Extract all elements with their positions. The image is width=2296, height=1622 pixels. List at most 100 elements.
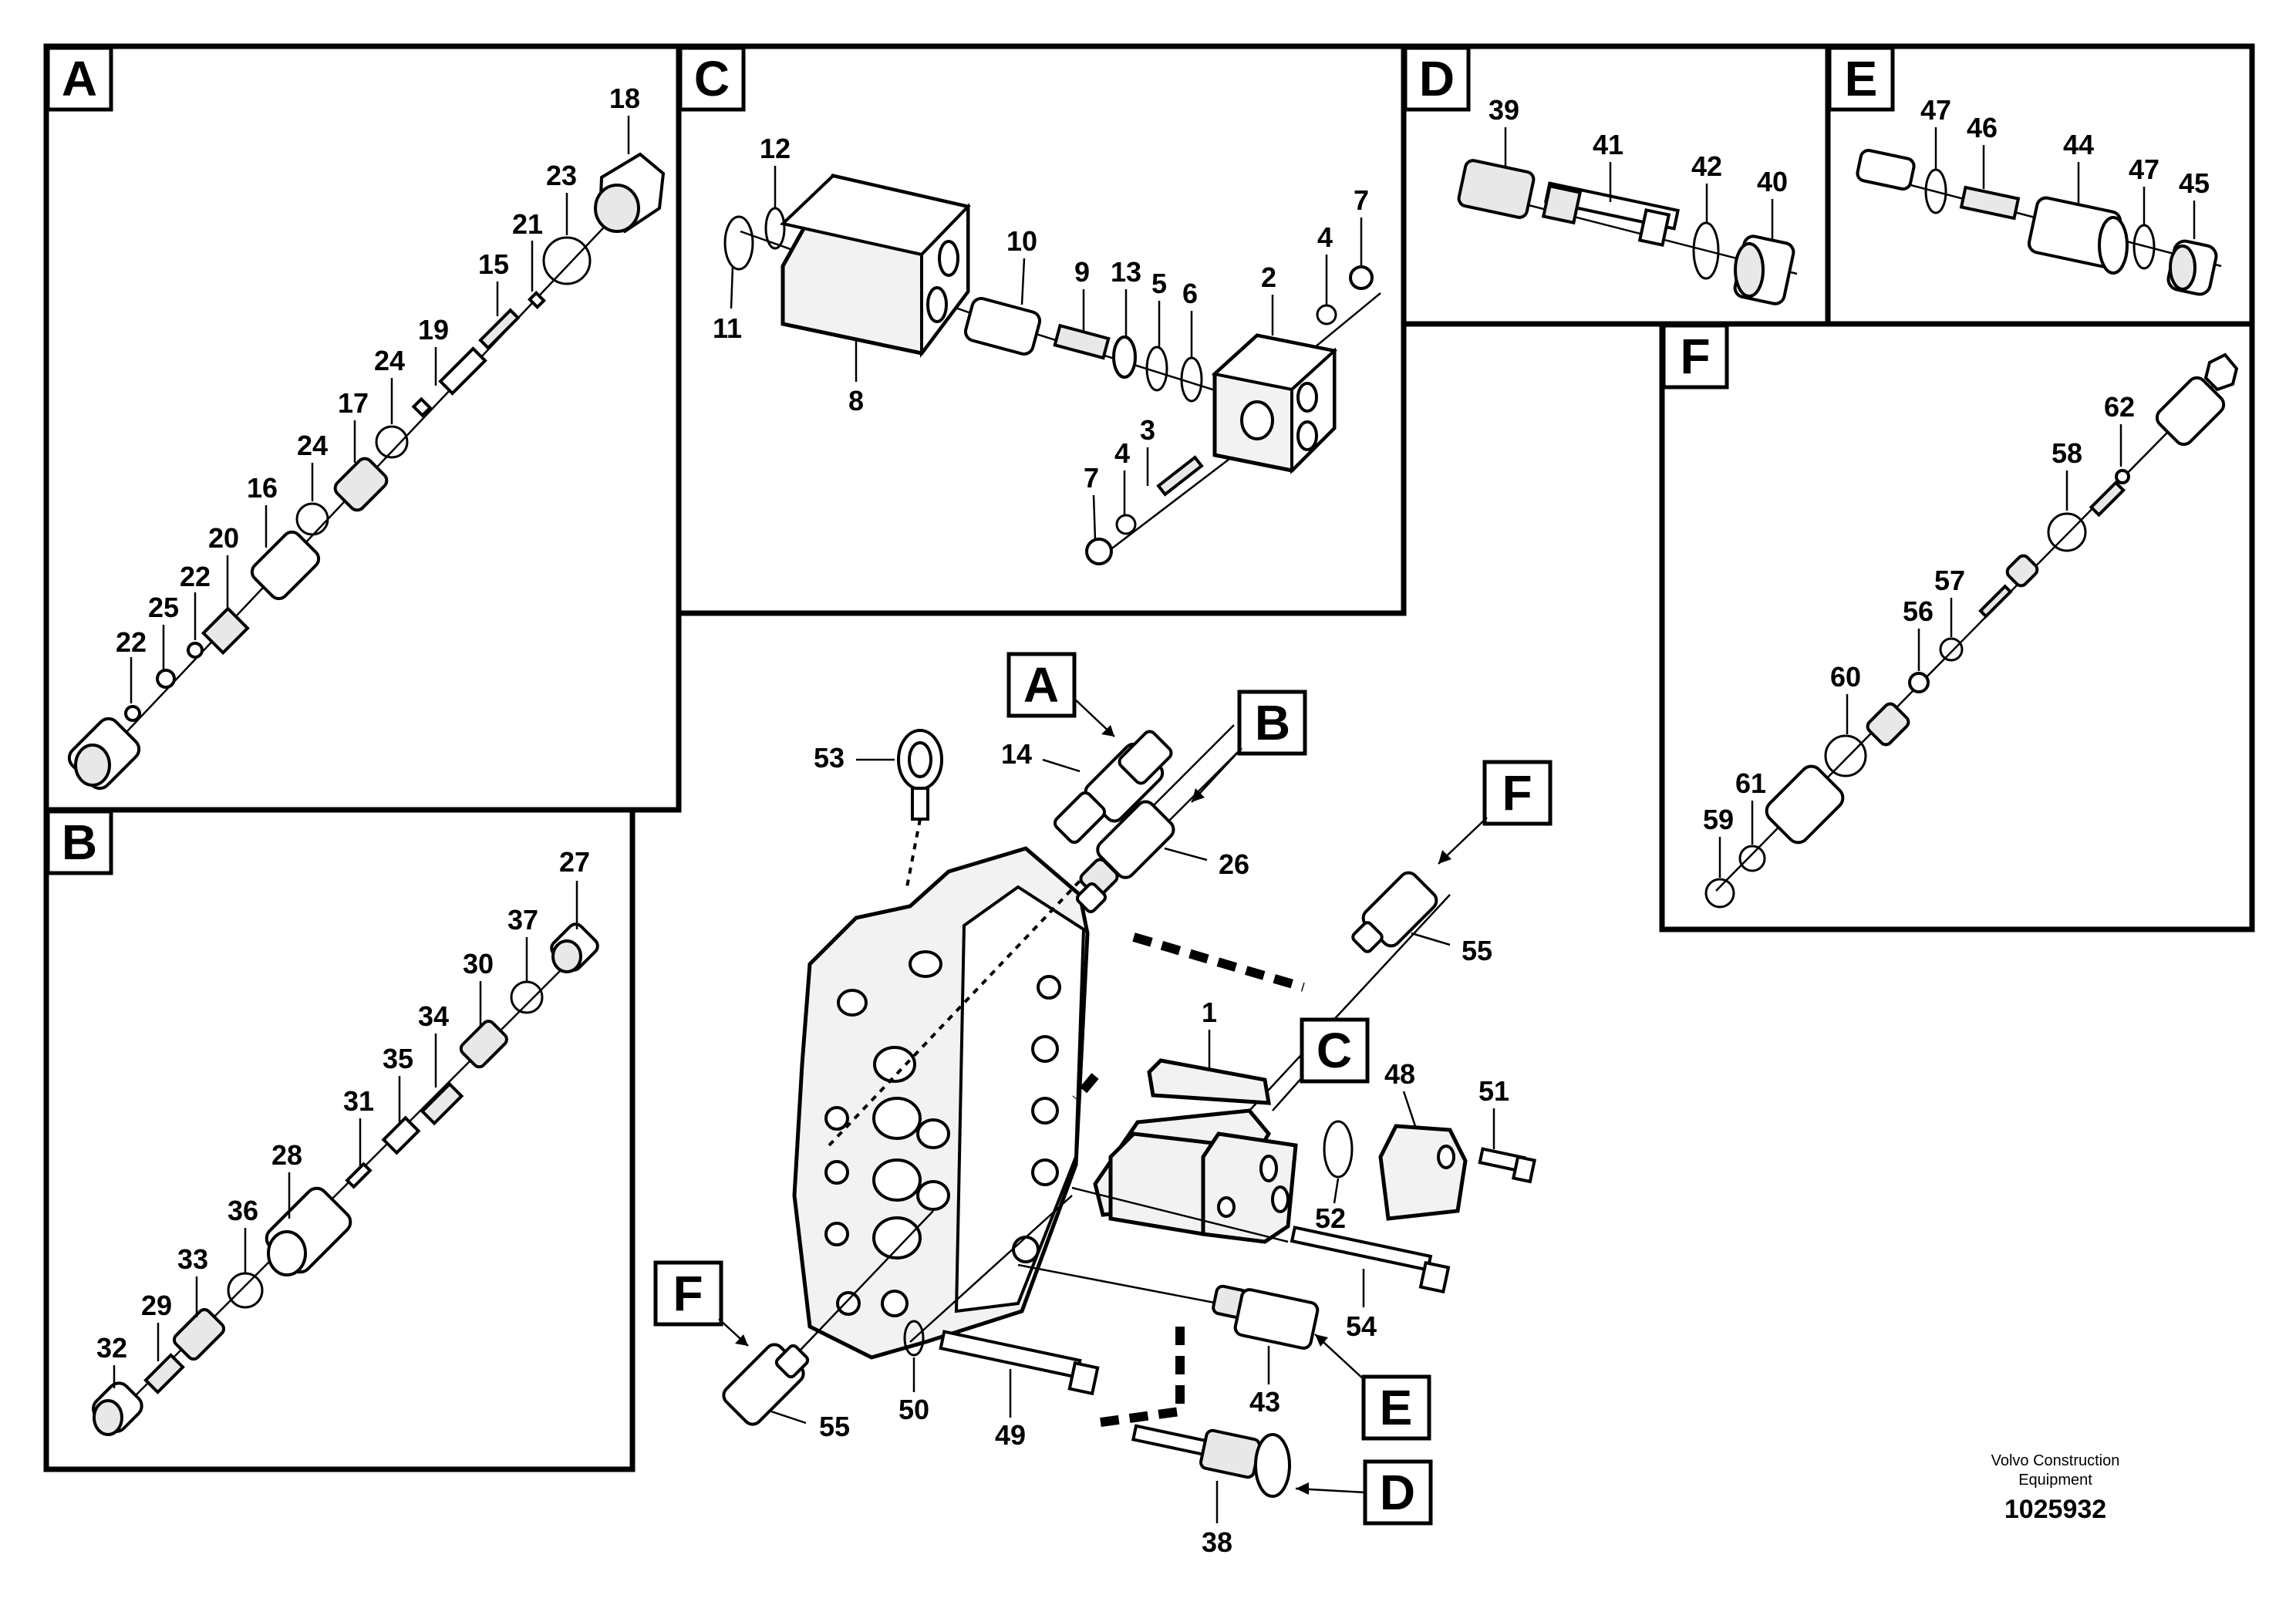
label-52: 52 [1315,1202,1346,1234]
panel-b-assembly [92,922,599,1436]
panel-e-assembly [1856,149,2222,296]
svg-text:B: B [62,814,97,870]
drawing-number: 1025932 [2004,1495,2106,1524]
label-38: 38 [1202,1526,1232,1558]
callout-e: E [1314,1334,1431,1441]
label-13: 13 [1111,256,1141,288]
label-62: 62 [2104,391,2135,423]
part-f-body [1765,764,1845,845]
panel-a-tag: A [46,46,113,112]
label-61: 61 [1735,767,1766,799]
panel-a-assembly [67,152,666,791]
part-59-oring [1704,878,1735,909]
part-e-plug [1856,149,1916,191]
part-29-spring [143,1353,185,1394]
panel-a-frame [43,43,682,813]
part-4a-oring [1316,304,1337,325]
label-41: 41 [1593,129,1623,160]
part-13-washer [1112,336,1137,379]
label-28: 28 [271,1139,302,1171]
label-50: 50 [899,1394,929,1425]
label-4b: 4 [1114,437,1130,469]
label-47a: 47 [1920,94,1951,126]
label-29: 29 [141,1290,172,1321]
part-35-valve [381,1115,421,1155]
label-4a: 4 [1317,221,1333,253]
label-17: 17 [338,387,369,419]
main-valve-assembly [722,724,1537,1498]
part-19-piston [438,346,487,396]
svg-text:C: C [1317,1023,1352,1078]
part-30-sleeve [459,1020,508,1069]
panel-b-tag: B [46,809,113,875]
part-f-seat [2005,554,2039,588]
panel-f-frame [1659,321,2255,932]
label-18: 18 [609,83,640,114]
part-38-spool [1131,1424,1291,1498]
label-39: 39 [1489,94,1519,126]
label-56: 56 [1903,595,1934,627]
part-49-bolt [939,1330,1100,1396]
dash-link-mid [1072,1073,1099,1102]
part-4b-oring [1115,514,1137,535]
dash-link-upper [1132,932,1305,992]
label-27: 27 [559,846,590,878]
label-55b: 55 [819,1411,850,1442]
label-5: 5 [1151,268,1167,299]
label-7b: 7 [1084,462,1099,494]
label-34: 34 [418,1000,449,1032]
part-17-sleeve [333,457,389,512]
label-42: 42 [1691,150,1722,182]
label-36: 36 [228,1195,258,1226]
part-12-oring [764,207,786,250]
label-22b: 22 [116,626,147,658]
label-14: 14 [1001,738,1032,770]
label-15: 15 [478,248,509,280]
svg-text:E: E [1380,1380,1413,1435]
label-57: 57 [1934,565,1965,596]
label-53: 53 [814,742,845,774]
label-3: 3 [1140,414,1155,446]
part-26-cartridge [1075,740,1250,914]
part-8-cover-block [779,174,971,358]
label-58: 58 [2052,437,2082,469]
svg-text:E: E [1845,51,1878,106]
label-16: 16 [247,472,278,504]
label-33: 33 [177,1243,208,1275]
part-f-valve-top [2155,376,2226,447]
part-32-plug [92,1381,143,1436]
part-7b-plug [1085,538,1113,565]
part-57-needle [1978,584,2013,619]
part-55a-cartridge [1249,871,1451,1111]
part-7a-plug [1349,265,1374,290]
part-34-spring [420,1081,464,1126]
svg-text:D: D [1419,51,1455,106]
part-f-spring [2089,480,2126,518]
part-23-oring [542,236,592,285]
label-10: 10 [1006,225,1037,257]
panel-c-assembly [723,174,1381,565]
part-62-ball [2115,469,2130,484]
part-31-pin [345,1162,373,1189]
part-45-plug [2166,239,2218,296]
svg-text:D: D [1380,1465,1415,1520]
part-48-block [1378,1124,1468,1221]
label-31: 31 [343,1085,374,1117]
svg-text:B: B [1255,695,1290,750]
part-22b-washer [124,705,141,722]
panel-b-frame [43,807,636,1472]
part-44-sleeve [2027,196,2129,275]
label-32: 32 [96,1332,127,1364]
svg-text:F: F [1680,329,1710,384]
label-37: 37 [507,904,538,936]
label-7a: 7 [1354,184,1369,216]
callout-a: A [1006,652,1115,737]
label-11: 11 [713,312,742,344]
part-53-lifting-eye [897,729,943,892]
part-24-oring [295,502,329,536]
label-59: 59 [1703,804,1734,835]
label-24b: 24 [297,430,328,461]
part-10-sleeve [963,297,1042,356]
label-30: 30 [463,948,494,980]
label-35: 35 [383,1043,413,1074]
